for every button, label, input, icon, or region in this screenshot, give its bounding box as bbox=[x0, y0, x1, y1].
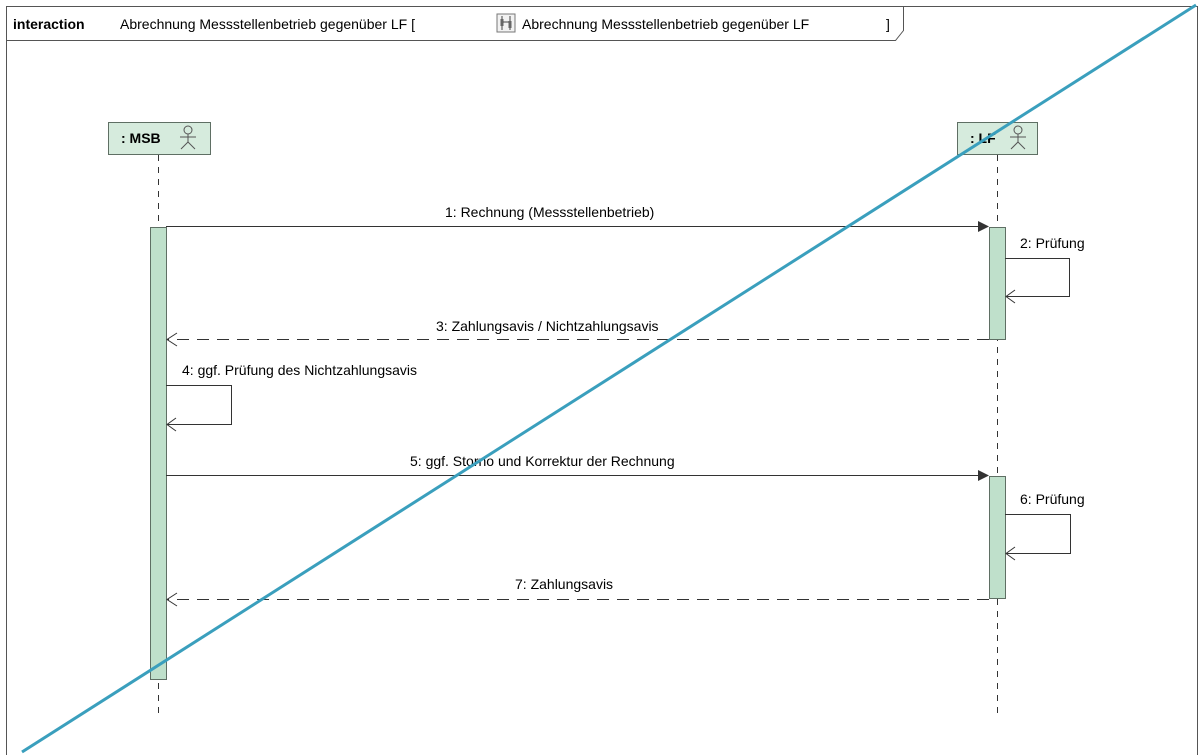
arrowhead-filled-icon bbox=[978, 470, 989, 481]
lifeline-msb: : MSB bbox=[108, 122, 211, 715]
message-6: 6: Prüfung bbox=[1005, 491, 1085, 561]
activation-lf-1 bbox=[989, 227, 1006, 340]
message-label-4: 4: ggf. Prüfung des Nichtzahlungsavis bbox=[182, 362, 417, 378]
message-label-5: 5: ggf. Storno und Korrektur der Rechnun… bbox=[410, 453, 675, 469]
arrowhead-filled-icon bbox=[978, 221, 989, 232]
message-7: 7: Zahlungsavis bbox=[166, 576, 989, 607]
frame-ref-name: Abrechnung Messstellenbetrieb gegenüber … bbox=[522, 16, 809, 32]
interaction-diagram-icon bbox=[496, 13, 516, 33]
message-1: 1: Rechnung (Messstellenbetrieb) bbox=[166, 204, 989, 232]
actor-icon bbox=[180, 125, 196, 150]
lifeline-head-msb bbox=[108, 122, 211, 155]
arrowhead-open-icon bbox=[166, 417, 177, 432]
activation-lf-2 bbox=[989, 476, 1006, 599]
interaction-frame bbox=[6, 6, 1198, 755]
arrowhead-open-icon bbox=[166, 592, 178, 607]
message-label-3: 3: Zahlungsavis / Nichtzahlungsavis bbox=[436, 318, 659, 334]
frame-closing-bracket: ] bbox=[886, 16, 890, 32]
arrowhead-open-icon bbox=[1005, 289, 1016, 304]
strike-through-line bbox=[21, 3, 1197, 754]
message-4: 4: ggf. Prüfung des Nichtzahlungsavis bbox=[166, 362, 417, 432]
message-2: 2: Prüfung bbox=[1005, 235, 1085, 304]
frame-header-tab bbox=[6, 6, 904, 41]
lifeline-name-msb: : MSB bbox=[121, 130, 161, 146]
arrowhead-open-icon bbox=[166, 332, 178, 347]
lifeline-name-lf: : LF bbox=[970, 130, 996, 146]
frame-keyword: interaction bbox=[13, 16, 85, 32]
message-label-7: 7: Zahlungsavis bbox=[515, 576, 613, 592]
arrowhead-open-icon bbox=[1005, 546, 1016, 561]
actor-icon bbox=[1010, 125, 1026, 150]
message-label-2: 2: Prüfung bbox=[1020, 235, 1085, 251]
message-5: 5: ggf. Storno und Korrektur der Rechnun… bbox=[166, 453, 989, 481]
message-label-1: 1: Rechnung (Messstellenbetrieb) bbox=[445, 204, 654, 220]
frame-title: Abrechnung Messstellenbetrieb gegenüber … bbox=[120, 16, 415, 32]
lifeline-lf: : LF bbox=[957, 122, 1038, 715]
message-3: 3: Zahlungsavis / Nichtzahlungsavis bbox=[166, 318, 989, 347]
message-label-6: 6: Prüfung bbox=[1020, 491, 1085, 507]
activation-msb bbox=[150, 227, 167, 680]
